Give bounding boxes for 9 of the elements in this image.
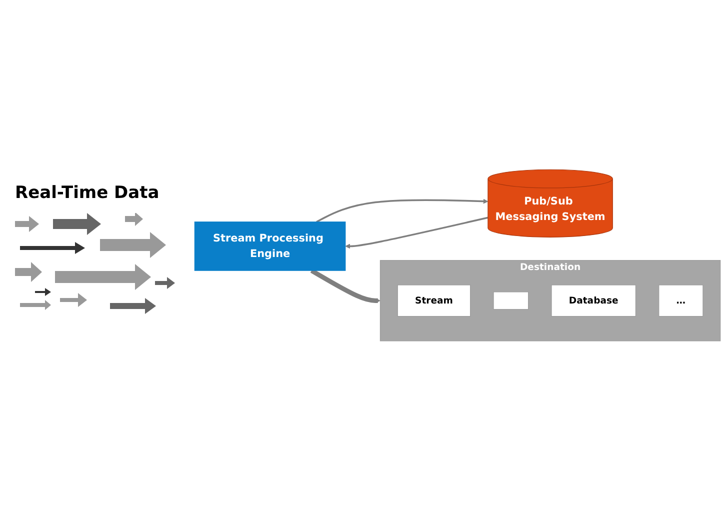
node-box: … — [658, 284, 704, 316]
arrow — [310, 268, 380, 303]
node-box — [493, 291, 529, 310]
section-label: Real-Time Data — [15, 183, 160, 203]
node-box: Stream Processing Engine — [194, 221, 346, 271]
arrow — [345, 216, 488, 248]
node-box: Stream — [397, 284, 471, 316]
arrow — [316, 198, 488, 222]
node-box: Database — [551, 284, 636, 316]
